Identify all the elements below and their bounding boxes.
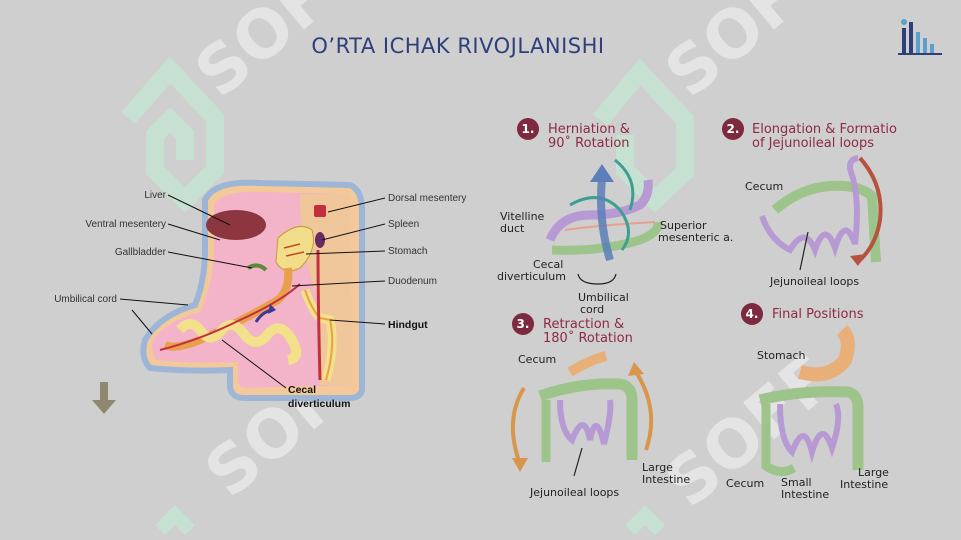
label-umbilical-cord: Umbilical cord	[54, 294, 117, 305]
label-intestine: Intestine	[642, 473, 690, 486]
label-cecum: Cecum	[518, 353, 556, 366]
arrow-down-icon[interactable]	[92, 382, 116, 416]
step-title: 180˚ Rotation	[543, 330, 633, 346]
label-duct: duct	[500, 222, 525, 235]
step-number: 1.	[522, 122, 535, 136]
step-badge	[741, 303, 763, 325]
label-umbilical: Umbilical	[578, 291, 629, 304]
label-diverticulum: diverticulum	[497, 270, 566, 283]
label-vitelline: Vitelline	[500, 210, 545, 223]
step-4-panel: 4. Final Positions Stomach Cecum Small I…	[726, 303, 889, 501]
label-dorsal-mesentery: Dorsal mesentery	[388, 193, 466, 204]
label-jejunoileal: Jejunoileal loops	[529, 486, 619, 499]
step-title: Elongation & Formatio	[752, 122, 897, 137]
step-number: 4.	[746, 307, 759, 321]
label-liver: Liver	[144, 190, 166, 201]
label-jejunoileal: Jejunoileal loops	[769, 275, 859, 288]
step-title: Retraction &	[543, 317, 624, 332]
label-cecum: Cecum	[745, 180, 783, 193]
label-cord: cord	[580, 303, 604, 316]
label-superior: Superior	[660, 219, 707, 232]
step-title: 90˚ Rotation	[548, 135, 630, 151]
step-title: of Jejunoileal loops	[752, 136, 874, 151]
step-badge	[512, 313, 534, 335]
slide-title: O’RTA ICHAK RIVOJLANISHI	[311, 34, 605, 58]
label-duodenum: Duodenum	[388, 276, 437, 287]
label-ventral-mesentery: Ventral mesentery	[85, 219, 166, 230]
label-large: Large	[858, 466, 889, 479]
label-stomach: Stomach	[757, 349, 806, 362]
label-intestine: Intestine	[781, 488, 829, 501]
label-large: Large	[642, 461, 673, 474]
embryo-section-illustration: Liver Ventral mesentery Gallbladder Umbi…	[54, 179, 466, 410]
label-hindgut: Hindgut	[388, 319, 428, 331]
label-stomach: Stomach	[388, 246, 427, 257]
label-diverticulum: diverticulum	[288, 398, 350, 410]
step-3-panel: 3. Retraction & 180˚ Rotation Cecum Larg…	[510, 313, 690, 499]
label-gallbladder: Gallbladder	[115, 247, 167, 258]
label-cecal: Cecal	[288, 384, 316, 396]
bar-chart-logo-icon	[898, 19, 942, 55]
step-badge	[722, 118, 744, 140]
step-title: Herniation &	[548, 122, 630, 137]
label-mesenteric: mesenteric a.	[658, 231, 733, 244]
step-2-panel: 2. Elongation & Formatio of Jejunoileal …	[722, 118, 897, 288]
step-title: Final Positions	[772, 307, 864, 322]
step-badge	[517, 118, 539, 140]
label-intestine: Intestine	[840, 478, 888, 491]
step-1-panel: 1. Herniation & 90˚ Rotation Vitelline d…	[497, 118, 733, 316]
label-cecum: Cecum	[726, 477, 764, 490]
label-spleen: Spleen	[388, 219, 419, 230]
step-number: 3.	[517, 317, 530, 331]
label-cecal: Cecal	[533, 258, 563, 271]
label-small: Small	[781, 476, 812, 489]
step-number: 2.	[727, 122, 740, 136]
